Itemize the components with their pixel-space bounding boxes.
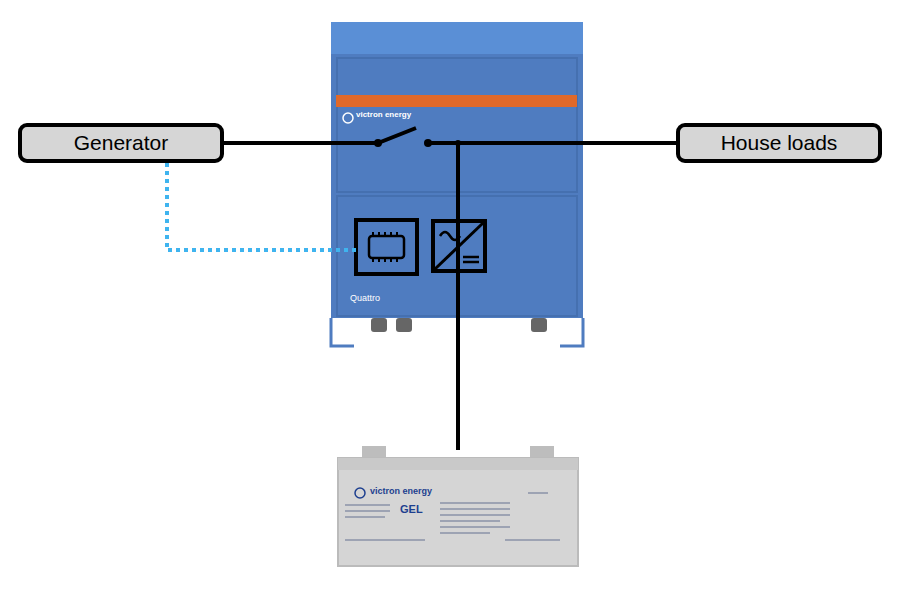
device-label: Generator	[74, 131, 169, 155]
brand-text: victron energy	[370, 486, 432, 496]
logo-mark	[343, 113, 353, 123]
device-box: Generator	[18, 123, 224, 163]
battery-type: GEL	[400, 503, 423, 515]
inverter-top	[331, 22, 583, 54]
device-label: House loads	[721, 131, 838, 155]
control-icon	[356, 220, 417, 274]
orange-stripe	[336, 95, 577, 107]
device-box: House loads	[676, 123, 882, 163]
dc-wire	[456, 143, 460, 450]
brand-text: victron energy	[356, 110, 411, 119]
model-name: Quattro	[350, 293, 380, 303]
ac-wire	[224, 128, 676, 143]
control-cable	[167, 163, 356, 250]
battery	[338, 446, 578, 566]
